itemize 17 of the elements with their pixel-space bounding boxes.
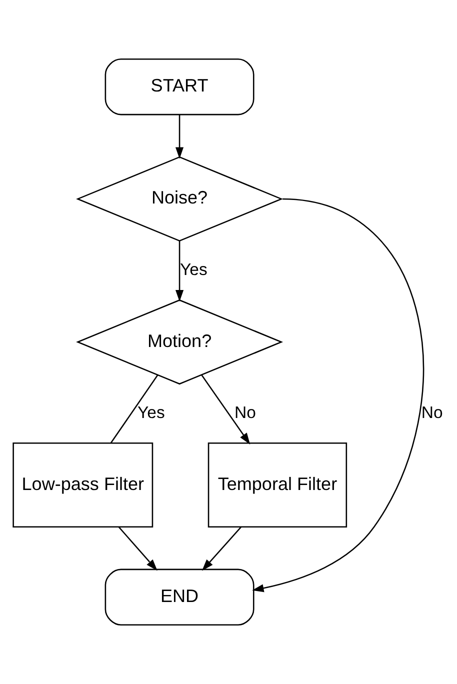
node-box: END	[104, 568, 254, 626]
arrow	[118, 526, 158, 571]
connector	[110, 374, 158, 444]
node-diamond: Noise?	[76, 156, 284, 242]
arrow	[175, 114, 184, 159]
arrow	[175, 240, 184, 302]
arrow	[252, 198, 424, 592]
arrow	[202, 526, 242, 571]
edge-label: No	[421, 402, 443, 422]
arrow	[201, 374, 250, 445]
node-box: Low-pass Filter	[12, 442, 154, 528]
node-diamond: Motion?	[76, 299, 284, 385]
edge-label: No	[234, 402, 256, 422]
edge-label: Yes	[138, 402, 165, 422]
node-box: START	[104, 58, 254, 116]
node-box: Temporal Filter	[208, 442, 348, 528]
edge-label: Yes	[180, 260, 208, 279]
